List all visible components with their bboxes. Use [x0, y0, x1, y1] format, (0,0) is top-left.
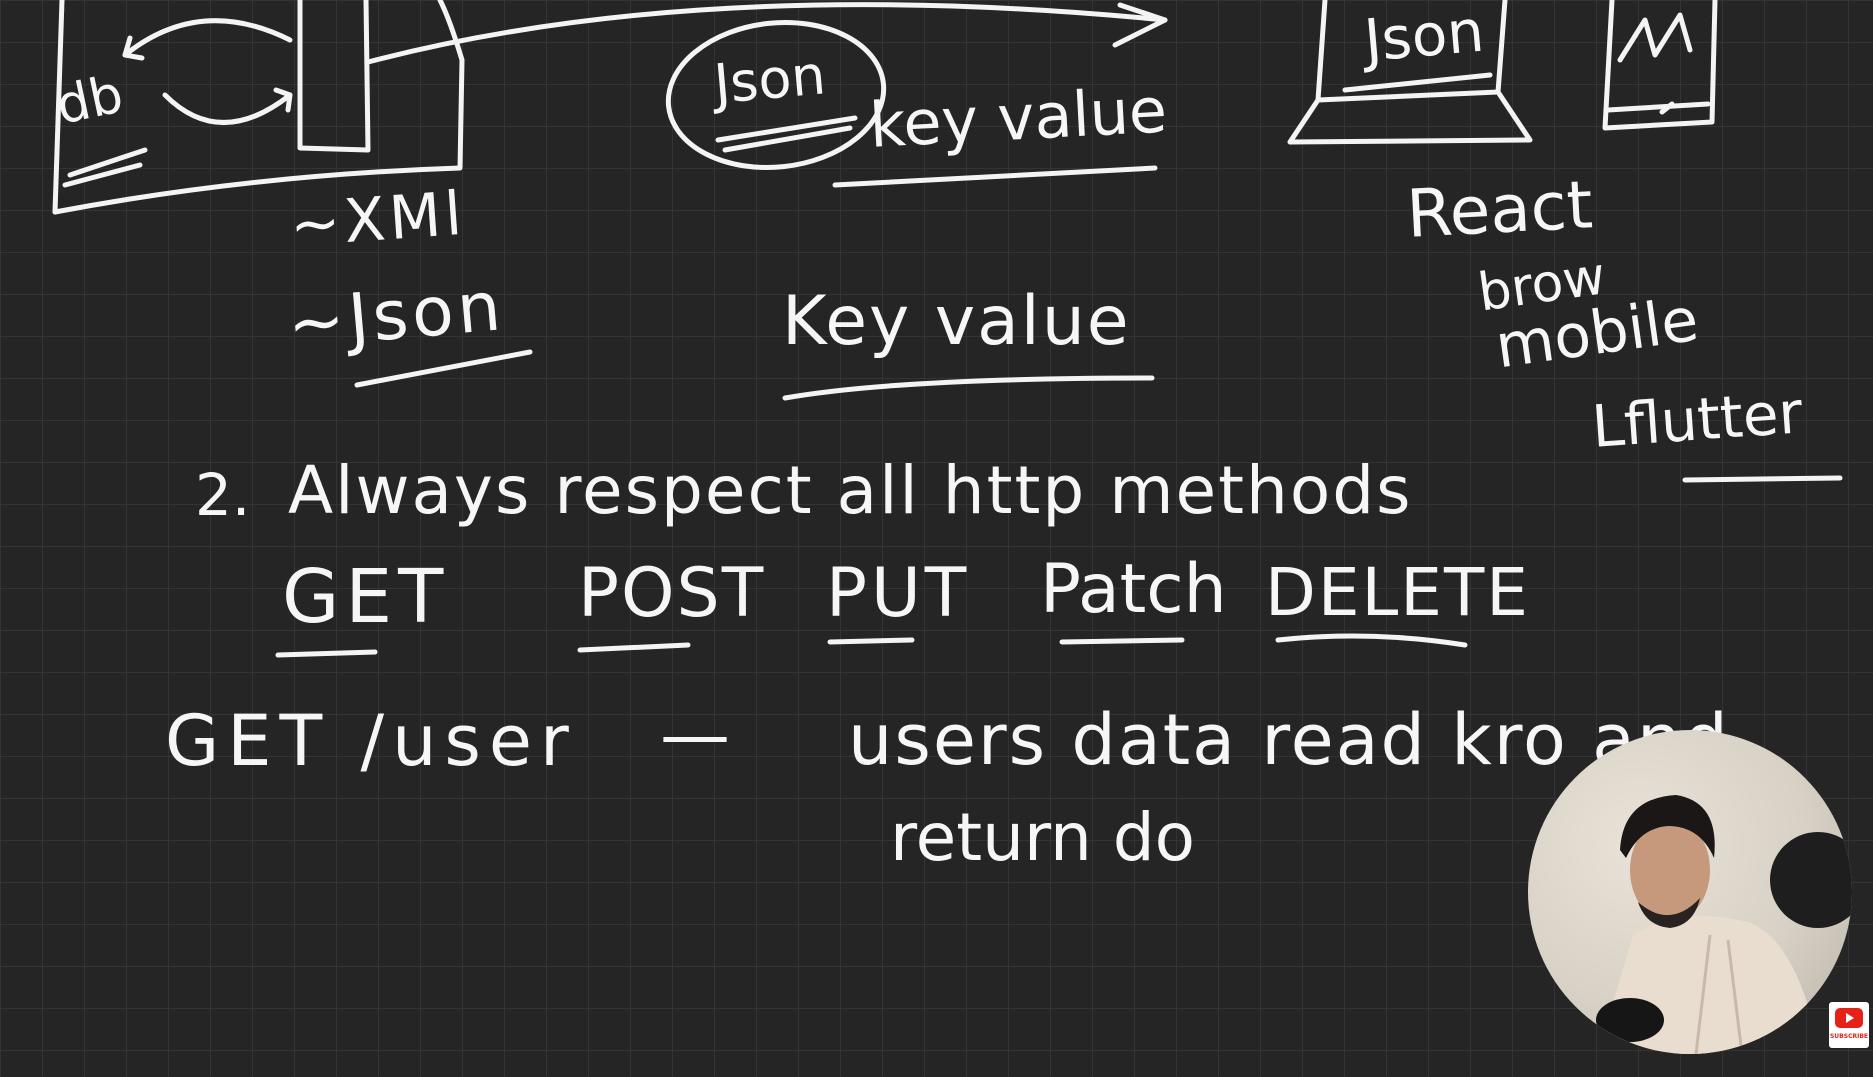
- rule-number: 2.: [195, 461, 251, 529]
- flutter-underline: [1682, 475, 1843, 483]
- server-inner-box: [297, 0, 371, 153]
- example-request: GET /user: [165, 700, 577, 782]
- presenter-figure: [1596, 795, 1852, 1054]
- method-patch: Patch: [1040, 550, 1227, 629]
- request-arrow-line: [365, 2, 1168, 65]
- method-get: GET: [282, 554, 450, 640]
- request-arrow-head: [1112, 2, 1168, 48]
- method-delete: DELETE: [1265, 554, 1531, 631]
- subscribe-label: SUBSCRIBE: [1829, 1033, 1868, 1040]
- cycle-arrow-head-top: [122, 35, 145, 61]
- key-value-top-label: key value: [867, 73, 1169, 162]
- key-value-mid-label: Key value: [782, 282, 1131, 361]
- key-value-top-underline: [832, 165, 1158, 188]
- json-strike-lines: [715, 115, 858, 153]
- laptop-screen: [1315, 0, 1508, 103]
- react-label: React: [1404, 166, 1595, 253]
- phone-button: [1659, 101, 1675, 115]
- laptop-base: [1287, 89, 1533, 145]
- example-description: users data read kro and: [848, 699, 1730, 781]
- method-put: PUT: [826, 554, 971, 633]
- get-underline: [275, 649, 378, 658]
- cycle-arrow-head-bottom: [273, 87, 293, 113]
- youtube-subscribe-icon[interactable]: SUBSCRIBE: [1829, 1002, 1869, 1048]
- xml-format-label: ~XMl: [287, 178, 468, 261]
- patch-underline: [1059, 637, 1185, 645]
- phone-screen-scribble: [1617, 12, 1693, 63]
- post-underline: [577, 642, 691, 653]
- db-label: db: [51, 64, 129, 137]
- example-dash: —: [660, 694, 730, 776]
- cycle-arrow-top: [122, 18, 293, 58]
- db-underline: [62, 147, 148, 188]
- json-format-underline: [354, 349, 533, 388]
- cycle-arrow-bottom: [162, 92, 293, 125]
- method-post: POST: [578, 554, 766, 633]
- put-underline: [827, 637, 915, 645]
- server-box-outline: [52, 0, 465, 215]
- laptop-json-label: Json: [1361, 0, 1487, 75]
- example-description-line2: return do: [890, 799, 1196, 876]
- json-format-label: ~Json: [284, 267, 508, 365]
- json-ellipse: [665, 20, 887, 170]
- flutter-label: Lflutter: [1589, 378, 1805, 461]
- youtube-play-icon: [1835, 1008, 1863, 1028]
- json-ellipse-label: Json: [711, 43, 828, 116]
- phone-bottom-line: [1605, 101, 1711, 113]
- laptop-json-underline: [1342, 72, 1493, 93]
- phone-outline: [1602, 0, 1718, 131]
- presenter-webcam-icon: [1528, 730, 1852, 1054]
- server-box-left-edge: [52, 0, 65, 215]
- delete-underline: [1275, 633, 1468, 648]
- key-value-mid-underline: [782, 375, 1155, 401]
- rule-text: Always respect all http methods: [288, 452, 1413, 529]
